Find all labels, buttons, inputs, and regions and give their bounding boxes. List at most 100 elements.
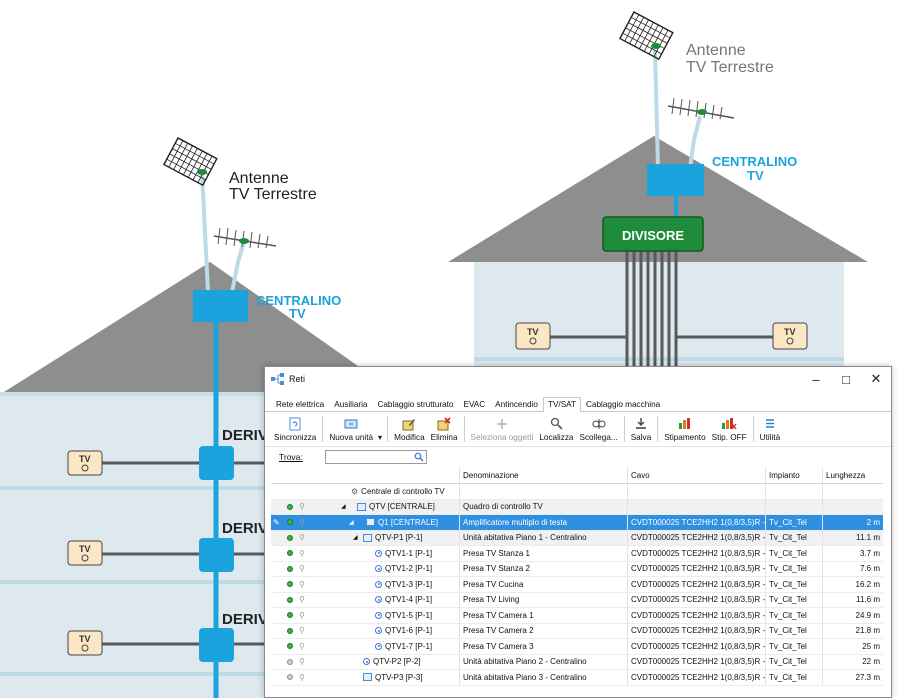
scollega-button[interactable]: Scollega... [576,417,620,442]
table-row[interactable]: ⚲ QTV-P3 [P-3] Unità abitativa Piano 3 - C… [271,670,883,686]
table-row[interactable]: ⚙Centrale di controllo TV [271,484,883,500]
nuova-unita-dropdown[interactable]: ▾ [376,416,384,442]
tab-antincendio[interactable]: Antincendio [495,400,538,409]
utilita-button[interactable]: Utilità [757,417,783,442]
localizza-button[interactable]: Localizza [536,417,576,442]
edit-pencil-icon: ✎ [273,517,280,527]
locate-icon[interactable]: ⚲ [299,502,305,512]
tree-label: QTV-P3 [P-3] [375,672,423,682]
modifica-button[interactable]: Modifica [391,417,428,442]
status-dot-icon [287,674,293,681]
right-centralino-box [647,164,704,196]
tab-evac[interactable]: EVAC [463,400,486,409]
expand-toggle-icon[interactable]: ◢ [349,519,354,526]
column-divider[interactable] [459,467,460,685]
window-title: Reti [289,374,306,384]
menu-icon [765,419,774,428]
column-header-impianto[interactable]: Impianto [769,470,800,480]
tab-tv-sat[interactable]: TV/SAT [542,397,582,412]
salva-button[interactable]: Salva [628,417,654,442]
minimize-button[interactable]: – [812,371,820,387]
column-divider[interactable] [627,467,628,685]
cell-lunghezza [824,484,880,499]
close-button[interactable]: ✕ [870,371,882,386]
search-icon[interactable] [414,452,424,462]
stipamento-icon [678,418,690,429]
find-row: Trova: [265,447,891,467]
expand-toggle-icon[interactable]: ◢ [353,535,358,542]
edit-icon [402,418,416,430]
status-dot-icon [287,627,293,634]
cell-lunghezza: 21.8 m [855,626,880,636]
status-dot-icon [287,612,293,619]
elimina-button[interactable]: Elimina [428,416,461,442]
status-dot-icon [287,596,293,603]
locate-icon[interactable]: ⚲ [299,548,305,558]
status-dot-icon [287,534,293,541]
cell-lunghezza: 2 m [866,517,880,527]
cell-denominazione: Presa TV Cucina [463,579,524,589]
column-header-lunghezza[interactable]: Lunghezza [826,470,866,480]
cell-impianto: Tv_Cit_Tel [769,579,807,589]
locate-icon[interactable]: ⚲ [299,533,305,543]
find-label: Trova: [279,452,303,462]
column-header-denominazione[interactable]: Denominazione [463,470,519,480]
locate-icon[interactable]: ⚲ [299,657,305,667]
locate-icon[interactable]: ⚲ [299,595,305,605]
cell-impianto: Tv_Cit_Tel [769,517,807,527]
cell-denominazione: Presa TV Living [463,595,520,605]
cell-impianto: Tv_Cit_Tel [769,610,807,620]
right-centralino-label-2: TV [747,168,764,183]
stip-off-button[interactable]: Stip. OFF [709,417,750,442]
tab-bar: Rete elettrica Ausiliaria Cablaggio stru… [265,395,891,412]
column-divider[interactable] [822,467,823,685]
locate-icon[interactable]: ⚲ [299,564,305,574]
cell-impianto [769,484,823,499]
stipamento-button[interactable]: Stipamento [661,417,708,442]
table-row[interactable]: ✎⚲◢Q1 [CENTRALE]Amplificatore multiplo d… [271,515,883,531]
tab-rete-elettrica[interactable]: Rete elettrica [276,400,325,409]
column-header-cavo[interactable]: Cavo [631,470,650,480]
table-row[interactable]: ⚲◢QTV [CENTRALE]Quadro di controllo TV [271,499,883,515]
locate-icon[interactable]: ⚲ [299,517,305,527]
cell-lunghezza: 22 m [862,657,880,667]
tab-cablaggio-macchina[interactable]: Cablaggio macchina [586,400,661,409]
locate-icon[interactable]: ⚲ [299,641,305,651]
maximize-button[interactable]: □ [842,371,850,387]
nuova-unita-button[interactable]: Nuova unità [326,417,376,442]
tree-label: QTV [CENTRALE] [369,502,435,512]
column-divider[interactable] [765,467,766,685]
panel-icon [363,673,372,682]
table-row[interactable]: ⚲QTV-P2 [P-2]Unità abitativa Piano 2 - C… [271,655,883,670]
tab-ausiliaria[interactable]: Ausiliaria [334,400,368,409]
left-tv-2-label: TV [79,544,91,554]
toolbar-separator [657,416,659,442]
find-input[interactable] [325,450,427,464]
table-row[interactable]: ⚲◢QTV-P1 [P-1]Unità abitativa Piano 1 - … [271,530,883,546]
left-floor-3: TV DERIVA [67,611,278,662]
seleziona-oggetti-button[interactable]: Seleziona oggetti [468,417,537,442]
locate-icon[interactable]: ⚲ [299,610,305,620]
left-antenna-label-2: TV Terrestre [229,186,317,203]
cell-denominazione: Unità abitativa Piano 3 - Centralino [463,672,587,682]
left-centralino-label-2: TV [289,306,306,321]
cell-cavo: CVDT000025 TCE2HH2 1(0,8/3,5)R - I [631,657,765,667]
locate-icon[interactable]: ⚲ [299,626,305,636]
tab-cablaggio-strutturato[interactable]: Cablaggio strutturato [377,400,454,409]
divisore-cables [625,250,678,370]
locate-icon[interactable]: ⚲ [299,579,305,589]
central-control-icon: ⚙ [351,486,359,496]
expand-toggle-icon[interactable]: ◢ [341,504,346,511]
sync-icon [289,417,301,430]
sincronizza-button[interactable]: Sincronizza [271,417,319,442]
cell-impianto: Tv_Cit_Tel [769,641,807,651]
locate-icon[interactable]: ⚲ [299,672,305,682]
right-tv-1-label: TV [527,327,539,337]
